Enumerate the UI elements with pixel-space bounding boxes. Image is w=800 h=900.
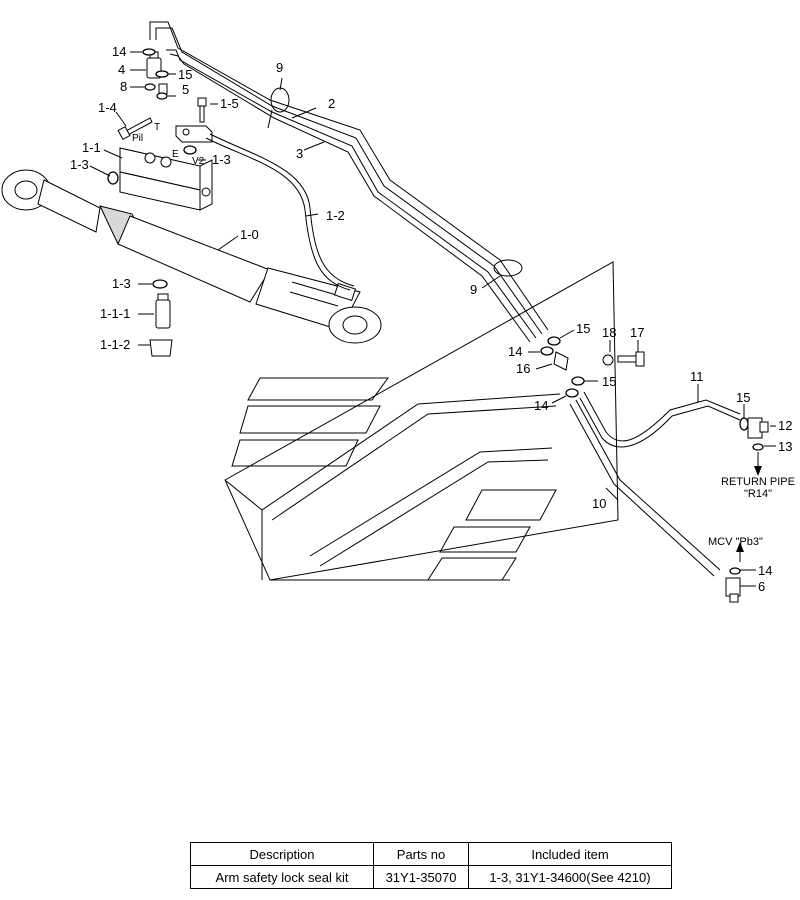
return-pipe-code: "R14": [744, 488, 772, 500]
table-header-row: Description Parts no Included item: [190, 842, 672, 866]
callout-1-0: 1-0: [240, 227, 259, 242]
valve-block: [119, 147, 213, 211]
callout-6: 6: [758, 579, 765, 594]
column-header-included-item: Included item: [468, 842, 672, 866]
callout-14: 14: [508, 344, 522, 359]
mcv-note: MCV "Pb3": [708, 536, 763, 548]
callout-15: 15: [576, 321, 590, 336]
bolt-1-5: [197, 97, 207, 123]
table-row: Arm safety lock seal kit 31Y1-35070 1-3,…: [190, 865, 672, 889]
callout-14: 14: [534, 398, 548, 413]
washer-18: [602, 354, 614, 366]
callout-10: 10: [592, 496, 606, 511]
port-label-v2: V2: [192, 156, 205, 167]
hydraulic-parts-diagram: 14 4 15 8 5 9 2 3 1-4 1-5 1-1 1-3 1-3 1-…: [1, 21, 795, 603]
callout-1-2: 1-2: [326, 208, 345, 223]
callout-3: 3: [296, 146, 303, 161]
return-pipe-note: RETURN PIPE: [721, 476, 795, 488]
cell-included-item: 1-3, 31Y1-34600(See 4210): [468, 865, 672, 889]
callout-1-3: 1-3: [70, 157, 89, 172]
hose-10: [569, 399, 721, 577]
callout-17: 17: [630, 325, 644, 340]
elbow-fitting-6: [725, 577, 741, 603]
callout-4: 4: [118, 62, 125, 77]
fitting-1-1-1: [155, 293, 171, 329]
callout-1-1: 1-1: [82, 140, 101, 155]
callout-12: 12: [778, 418, 792, 433]
callout-1-1-2: 1-1-2: [100, 337, 130, 352]
callout-15: 15: [178, 67, 192, 82]
callout-14: 14: [112, 44, 126, 59]
callout-2: 2: [328, 96, 335, 111]
callout-16: 16: [516, 361, 530, 376]
callout-15: 15: [602, 374, 616, 389]
parts-table: Description Parts no Included item Arm s…: [190, 842, 672, 889]
callout-1-1-1: 1-1-1: [100, 306, 130, 321]
arm-cylinder: [1, 169, 382, 344]
callout-1-4: 1-4: [98, 100, 117, 115]
callout-1-5: 1-5: [220, 96, 239, 111]
callout-9: 9: [276, 60, 283, 75]
o-rings: [107, 48, 764, 575]
callout-11: 11: [690, 369, 704, 384]
pipe-11: [579, 391, 741, 448]
cell-description: Arm safety lock seal kit: [190, 865, 374, 889]
port-labels: Pil T E V2: [132, 122, 205, 167]
leader-lines: [89, 51, 776, 587]
bolt-1-4: [117, 117, 153, 140]
callout-15: 15: [736, 390, 750, 405]
callout-labels: 14 4 15 8 5 9 2 3 1-4 1-5 1-1 1-3 1-3 1-…: [70, 44, 792, 594]
callout-1-3: 1-3: [212, 152, 231, 167]
callout-18: 18: [602, 325, 616, 340]
callout-13: 13: [778, 439, 792, 454]
cap-1-1-2: [149, 339, 173, 357]
machine-body-outline: [224, 261, 619, 581]
callout-1-3: 1-3: [112, 276, 131, 291]
port-label-e: E: [172, 149, 179, 160]
hose-1-2: [205, 137, 351, 291]
connector-16: [553, 351, 569, 371]
connection-notes: RETURN PIPE "R14" MCV "Pb3": [708, 476, 795, 548]
column-header-description: Description: [190, 842, 374, 866]
callout-5: 5: [182, 82, 189, 97]
tee-fitting-12: [747, 417, 769, 439]
port-label-t: T: [154, 122, 160, 133]
cell-parts-no: 31Y1-35070: [373, 865, 469, 889]
callout-9: 9: [470, 282, 477, 297]
column-header-parts-no: Parts no: [373, 842, 469, 866]
callout-14: 14: [758, 563, 772, 578]
clamp-9-mid: [493, 259, 523, 277]
adapter-block: [175, 125, 213, 143]
callout-8: 8: [120, 79, 127, 94]
port-label-pil: Pil: [132, 133, 143, 144]
bolt-17: [617, 351, 645, 367]
